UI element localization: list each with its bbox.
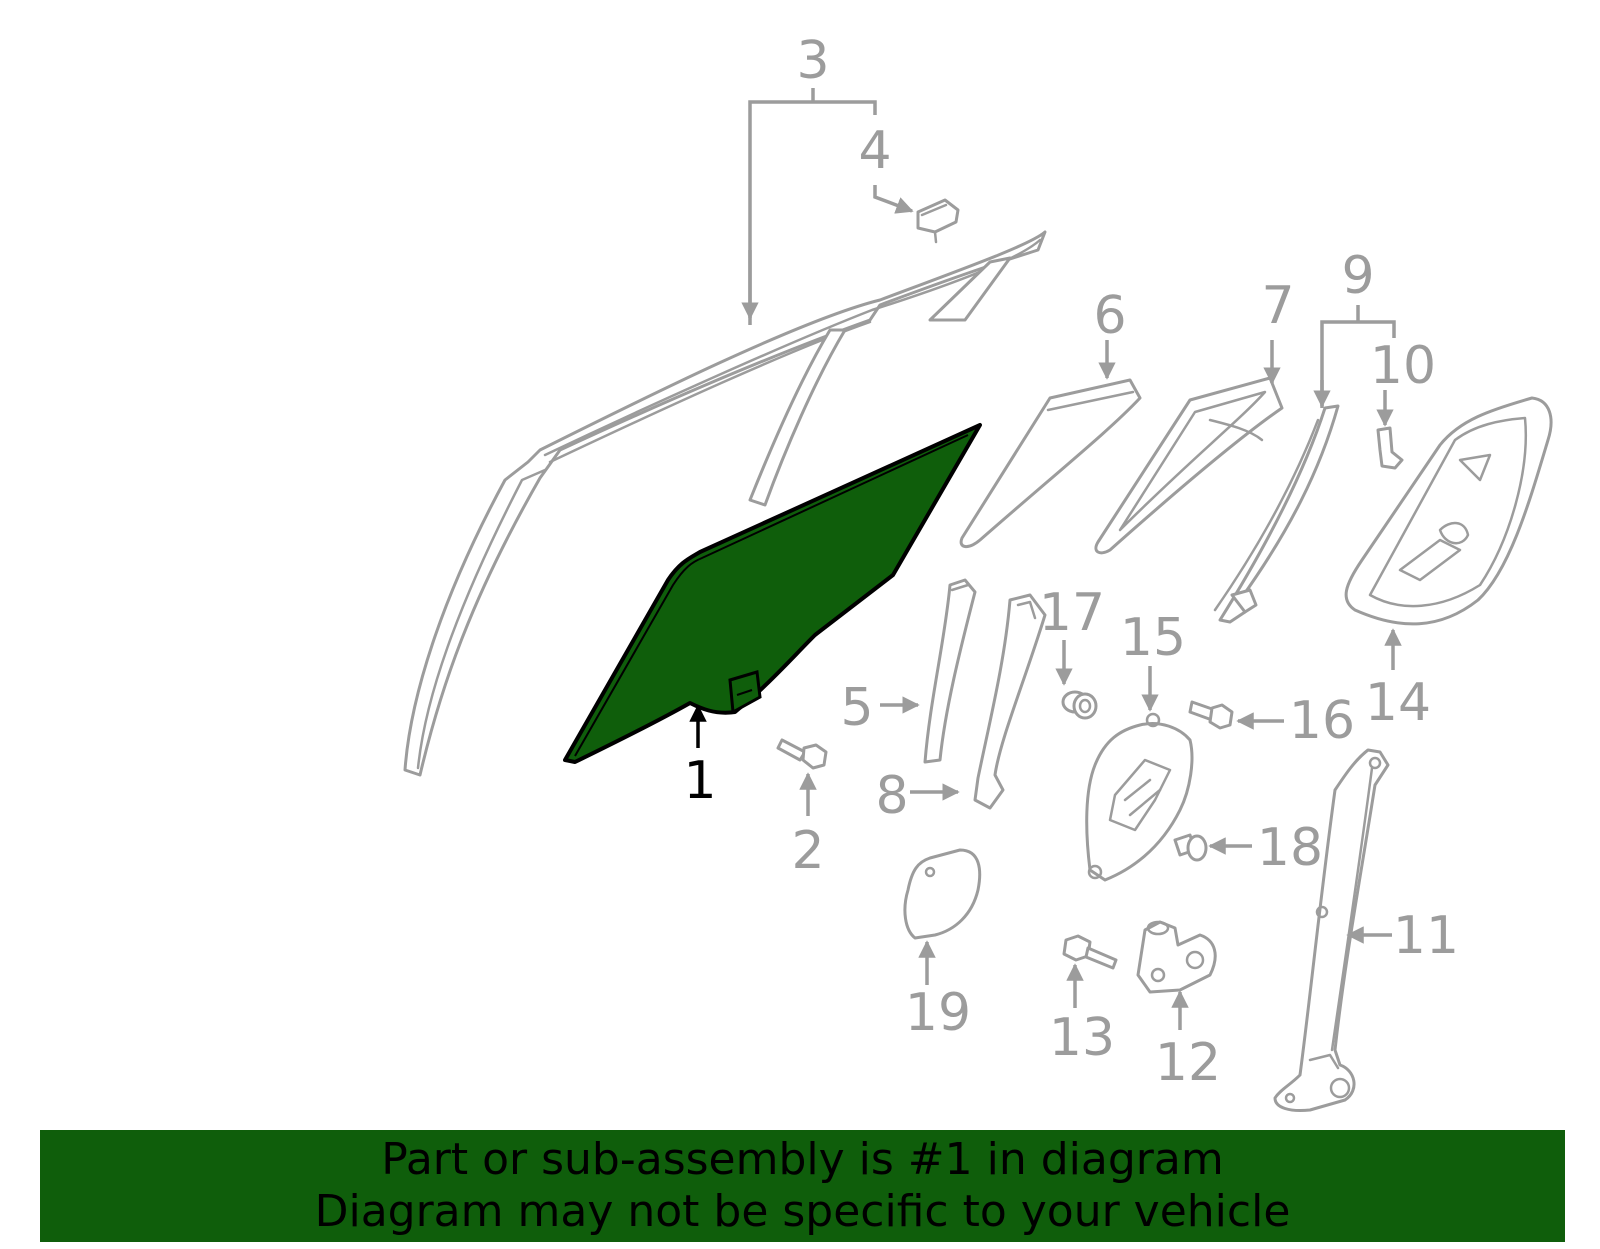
banner-line-2: Diagram may not be specific to your vehi… [314, 1186, 1291, 1237]
callout-8: 8 [875, 766, 908, 826]
callout-9: 9 [1341, 246, 1374, 306]
callout-5: 5 [840, 678, 873, 738]
info-banner: Part or sub-assembly is #1 in diagram Di… [40, 1130, 1565, 1242]
part-8-guide-rail[interactable] [973, 593, 1047, 810]
banner-line-1: Part or sub-assembly is #1 in diagram [381, 1134, 1224, 1185]
callout-17: 17 [1039, 583, 1105, 643]
callout-4: 4 [858, 121, 891, 181]
part-17-grommet[interactable] [1061, 690, 1098, 720]
part-15-window-motor[interactable] [1085, 712, 1194, 882]
part-1-door-glass[interactable] [563, 423, 982, 764]
callout-19: 19 [905, 983, 971, 1043]
part-14-access-panel[interactable] [1344, 396, 1553, 626]
part-12-bracket[interactable] [1136, 920, 1217, 994]
part-2-bolt[interactable] [776, 738, 828, 770]
callout-15: 15 [1120, 608, 1186, 668]
part-16-bolt[interactable] [1188, 700, 1234, 730]
callout-16: 16 [1289, 691, 1355, 751]
part-13-bolt[interactable] [1062, 934, 1118, 970]
part-11-window-regulator[interactable] [1273, 748, 1390, 1112]
part-4-clip[interactable] [916, 198, 960, 244]
callout-1: 1 [683, 751, 716, 811]
part-5-guide[interactable] [923, 578, 977, 764]
callout-13: 13 [1049, 1008, 1115, 1068]
callout-11: 11 [1393, 906, 1459, 966]
part-9-rear-run-channel[interactable] [1213, 404, 1340, 624]
part-3-window-frame[interactable] [403, 230, 1047, 777]
callout-12: 12 [1155, 1033, 1221, 1093]
part-6-quarter-glass[interactable] [959, 378, 1142, 548]
callout-14: 14 [1365, 673, 1431, 733]
callout-2: 2 [791, 821, 824, 881]
callout-18: 18 [1257, 818, 1323, 878]
callout-6: 6 [1093, 286, 1126, 346]
callout-labels: 3 4 6 7 9 10 14 5 8 17 15 16 18 2 19 13 … [683, 31, 1459, 1093]
part-7-quarter-seal[interactable] [1094, 376, 1284, 555]
part-18-push-pin[interactable] [1173, 833, 1208, 862]
callout-7: 7 [1261, 276, 1294, 336]
leader-lines [689, 88, 1402, 1030]
part-10-clip[interactable] [1376, 426, 1404, 470]
callout-10: 10 [1370, 336, 1436, 396]
part-19-insulator[interactable] [903, 848, 982, 940]
callout-3: 3 [796, 31, 829, 91]
